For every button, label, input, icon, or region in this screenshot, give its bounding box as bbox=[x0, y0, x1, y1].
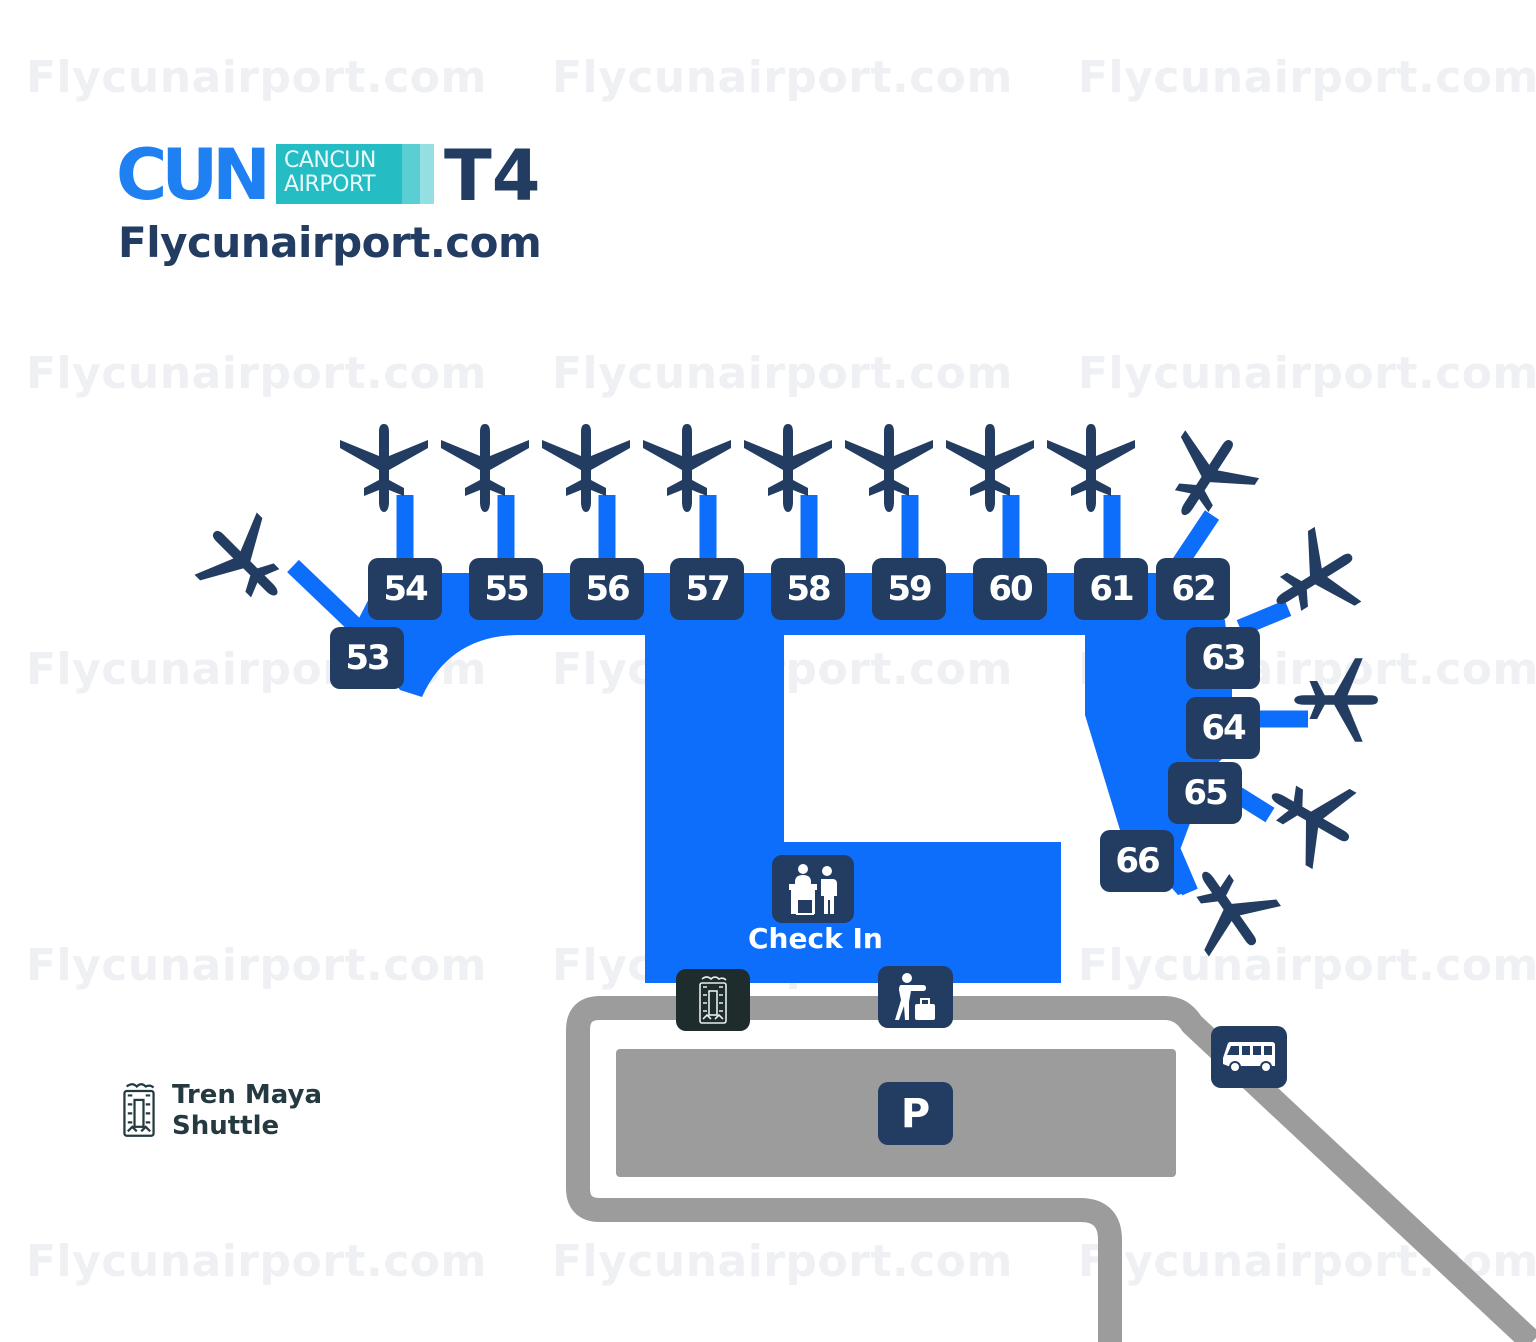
watermark-text: Flycunairport.com bbox=[26, 940, 487, 991]
watermark-text: Flycunairport.com bbox=[552, 52, 1013, 103]
terminal-building bbox=[355, 573, 1232, 983]
gate-65[interactable]: 65 bbox=[1168, 762, 1242, 824]
tren-maya-station-button[interactable] bbox=[676, 969, 750, 1031]
airplane-icon bbox=[643, 424, 731, 512]
airport-code: CUN bbox=[116, 134, 271, 216]
watermark-text: Flycunairport.com bbox=[552, 1236, 1013, 1287]
airplane-icon bbox=[542, 424, 630, 512]
legend-label-line1: Tren Maya bbox=[172, 1080, 323, 1110]
gate-60[interactable]: 60 bbox=[973, 558, 1047, 620]
gate-56[interactable]: 56 bbox=[570, 558, 644, 620]
gate-59[interactable]: 59 bbox=[872, 558, 946, 620]
airplane-icon bbox=[441, 424, 529, 512]
check-in-button[interactable] bbox=[772, 855, 854, 923]
gate-54[interactable]: 54 bbox=[368, 558, 442, 620]
airport-name-line1: CANCUN bbox=[284, 148, 376, 173]
airplane-icon bbox=[183, 501, 308, 626]
airplane-icon bbox=[845, 424, 933, 512]
airplane-icon bbox=[946, 424, 1034, 512]
gate-61[interactable]: 61 bbox=[1074, 558, 1148, 620]
watermark-text: Flycunairport.com bbox=[26, 1236, 487, 1287]
gate-55[interactable]: 55 bbox=[469, 558, 543, 620]
gate-64[interactable]: 64 bbox=[1186, 697, 1260, 759]
tren-maya-icon bbox=[699, 976, 727, 1024]
road-network bbox=[566, 996, 1536, 1342]
watermark-text: Flycunairport.com bbox=[26, 348, 487, 399]
bus-stop-button[interactable] bbox=[1211, 1026, 1287, 1088]
watermark-text: Flycunairport.com bbox=[1078, 348, 1536, 399]
watermark-text: Flycunairport.com bbox=[552, 348, 1013, 399]
gate-58[interactable]: 58 bbox=[771, 558, 845, 620]
airplane-icon bbox=[1294, 658, 1378, 742]
parking-button[interactable]: P bbox=[878, 1082, 953, 1145]
taxi-pickup-button[interactable] bbox=[878, 966, 953, 1028]
watermark-text: Flycunairport.com bbox=[1078, 940, 1536, 991]
taxi-hail-icon bbox=[894, 973, 935, 1020]
watermark-text: Flycunairport.com bbox=[1078, 52, 1536, 103]
gate-62[interactable]: 62 bbox=[1156, 558, 1230, 620]
watermark-text: Flycunairport.com bbox=[26, 52, 487, 103]
gate-53[interactable]: 53 bbox=[330, 627, 404, 689]
gate-66[interactable]: 66 bbox=[1100, 830, 1174, 892]
site-name: Flycunairport.com bbox=[118, 218, 542, 267]
airport-name-badge: CANCUN AIRPORT bbox=[276, 144, 434, 204]
airport-name-line2: AIRPORT bbox=[284, 172, 376, 197]
bus-icon bbox=[1223, 1042, 1275, 1073]
parking-icon: P bbox=[900, 1090, 931, 1137]
gate-63[interactable]: 63 bbox=[1186, 627, 1260, 689]
airplane-icon bbox=[1047, 424, 1135, 512]
terminal-label: T4 bbox=[444, 135, 541, 217]
airplane-icon bbox=[744, 424, 832, 512]
legend-label-line2: Shuttle bbox=[172, 1111, 280, 1141]
gate-57[interactable]: 57 bbox=[670, 558, 744, 620]
check-in-label: Check In bbox=[748, 922, 883, 955]
check-in-desk-icon bbox=[789, 864, 837, 915]
airplane-icon bbox=[340, 424, 428, 512]
tren-maya-legend-icon bbox=[123, 1083, 155, 1137]
